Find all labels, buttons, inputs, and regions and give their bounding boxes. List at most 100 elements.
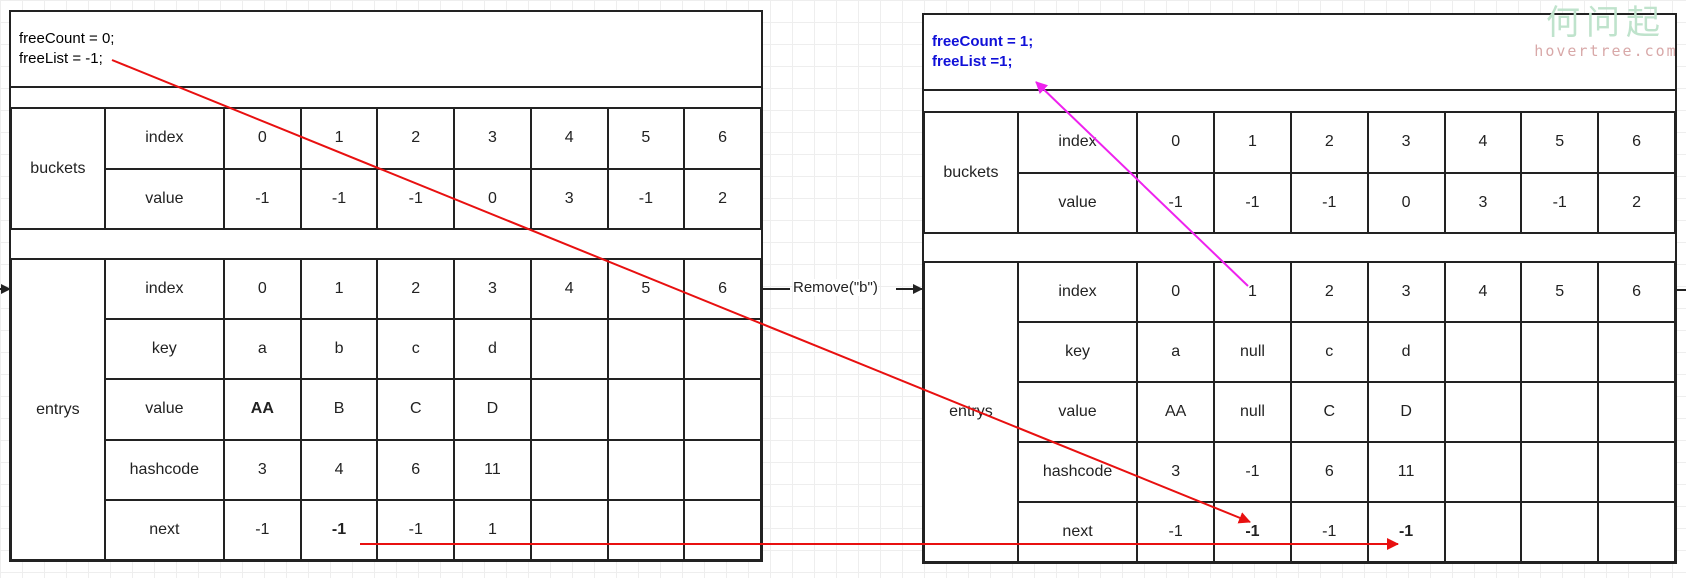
group-label: buckets	[923, 111, 1019, 234]
row-label: value	[103, 378, 225, 441]
cell	[1597, 381, 1676, 443]
cell: AA	[222, 378, 302, 441]
group-label: entrys	[10, 258, 106, 561]
cell: -1	[1136, 501, 1216, 563]
cell: -1	[299, 498, 379, 562]
cell: AA	[1136, 381, 1216, 443]
cell: 1	[299, 257, 379, 321]
cell: -1	[1213, 171, 1292, 234]
row-label: index	[103, 107, 225, 170]
cell	[1443, 381, 1523, 443]
cell	[606, 498, 686, 562]
cell: b	[299, 318, 379, 381]
cell	[1597, 321, 1676, 383]
cell: 1	[453, 498, 532, 562]
row-label: index	[1016, 261, 1139, 323]
watermark-logo: 何问起	[1546, 4, 1666, 42]
cell: -1	[606, 167, 686, 230]
cell: C	[376, 378, 456, 441]
cell	[683, 438, 762, 501]
cell: c	[376, 318, 456, 381]
cell: 3	[529, 167, 609, 230]
cell: 6	[376, 438, 456, 501]
before-freecount-text: freeCount = 0;	[19, 30, 115, 47]
row-label: hashcode	[103, 438, 225, 501]
cell: 1	[299, 107, 379, 170]
cell: 3	[1136, 441, 1216, 503]
cell: 11	[1366, 441, 1446, 503]
watermark: 何问起 hovertree.com	[1534, 4, 1678, 60]
cell	[683, 378, 762, 441]
cell: -1	[299, 167, 379, 230]
cell: -1	[1520, 171, 1600, 234]
cell: a	[1136, 321, 1216, 383]
cell: 11	[453, 438, 532, 501]
cell: -1	[222, 167, 302, 230]
cell: 2	[1289, 111, 1369, 174]
before-state-box: freeCount = 0; freeList = -1;	[9, 10, 763, 88]
cell: -1	[1289, 501, 1369, 563]
cell	[529, 318, 609, 381]
row-label: next	[103, 498, 225, 562]
cell	[683, 318, 762, 381]
cell: -1	[376, 498, 456, 562]
cell	[606, 318, 686, 381]
cell	[1597, 501, 1676, 563]
cell	[1520, 381, 1600, 443]
row-label: next	[1016, 501, 1139, 563]
row-label: hashcode	[1016, 441, 1139, 503]
cell: d	[1366, 321, 1446, 383]
cell	[1520, 441, 1600, 503]
group-label: buckets	[10, 107, 106, 230]
cell: 0	[222, 257, 302, 321]
cell: 1	[1213, 261, 1292, 323]
cell: 6	[683, 107, 762, 170]
cell: 0	[1136, 261, 1216, 323]
watermark-site: hovertree.com	[1534, 42, 1678, 60]
cell	[1520, 321, 1600, 383]
cell: 3	[453, 107, 532, 170]
cell	[529, 378, 609, 441]
cell: 3	[1366, 261, 1446, 323]
cell: 2	[376, 107, 456, 170]
cell: 4	[1443, 261, 1523, 323]
cell: a	[222, 318, 302, 381]
after-entrys-row-next: next-1-1-1-1	[924, 501, 1676, 563]
cell: 4	[529, 107, 609, 170]
row-label: value	[1016, 381, 1139, 443]
row-label: key	[1016, 321, 1139, 383]
cell: -1	[1213, 441, 1292, 503]
cell: 2	[683, 167, 762, 230]
cell: 3	[453, 257, 532, 321]
after-freecount-text: freeCount = 1;	[932, 33, 1034, 50]
row-label: value	[1016, 171, 1139, 234]
row-label: index	[103, 257, 225, 321]
cell	[606, 438, 686, 501]
cell: 0	[453, 167, 532, 230]
row-label: index	[1016, 111, 1139, 174]
cell: d	[453, 318, 532, 381]
cell	[1443, 501, 1523, 563]
cell	[1520, 501, 1600, 563]
cell: D	[1366, 381, 1446, 443]
cell: 6	[1597, 111, 1676, 174]
cell: c	[1289, 321, 1369, 383]
cell: 0	[1366, 171, 1446, 234]
cell	[529, 438, 609, 501]
cell: 2	[1597, 171, 1676, 234]
cell: C	[1289, 381, 1369, 443]
